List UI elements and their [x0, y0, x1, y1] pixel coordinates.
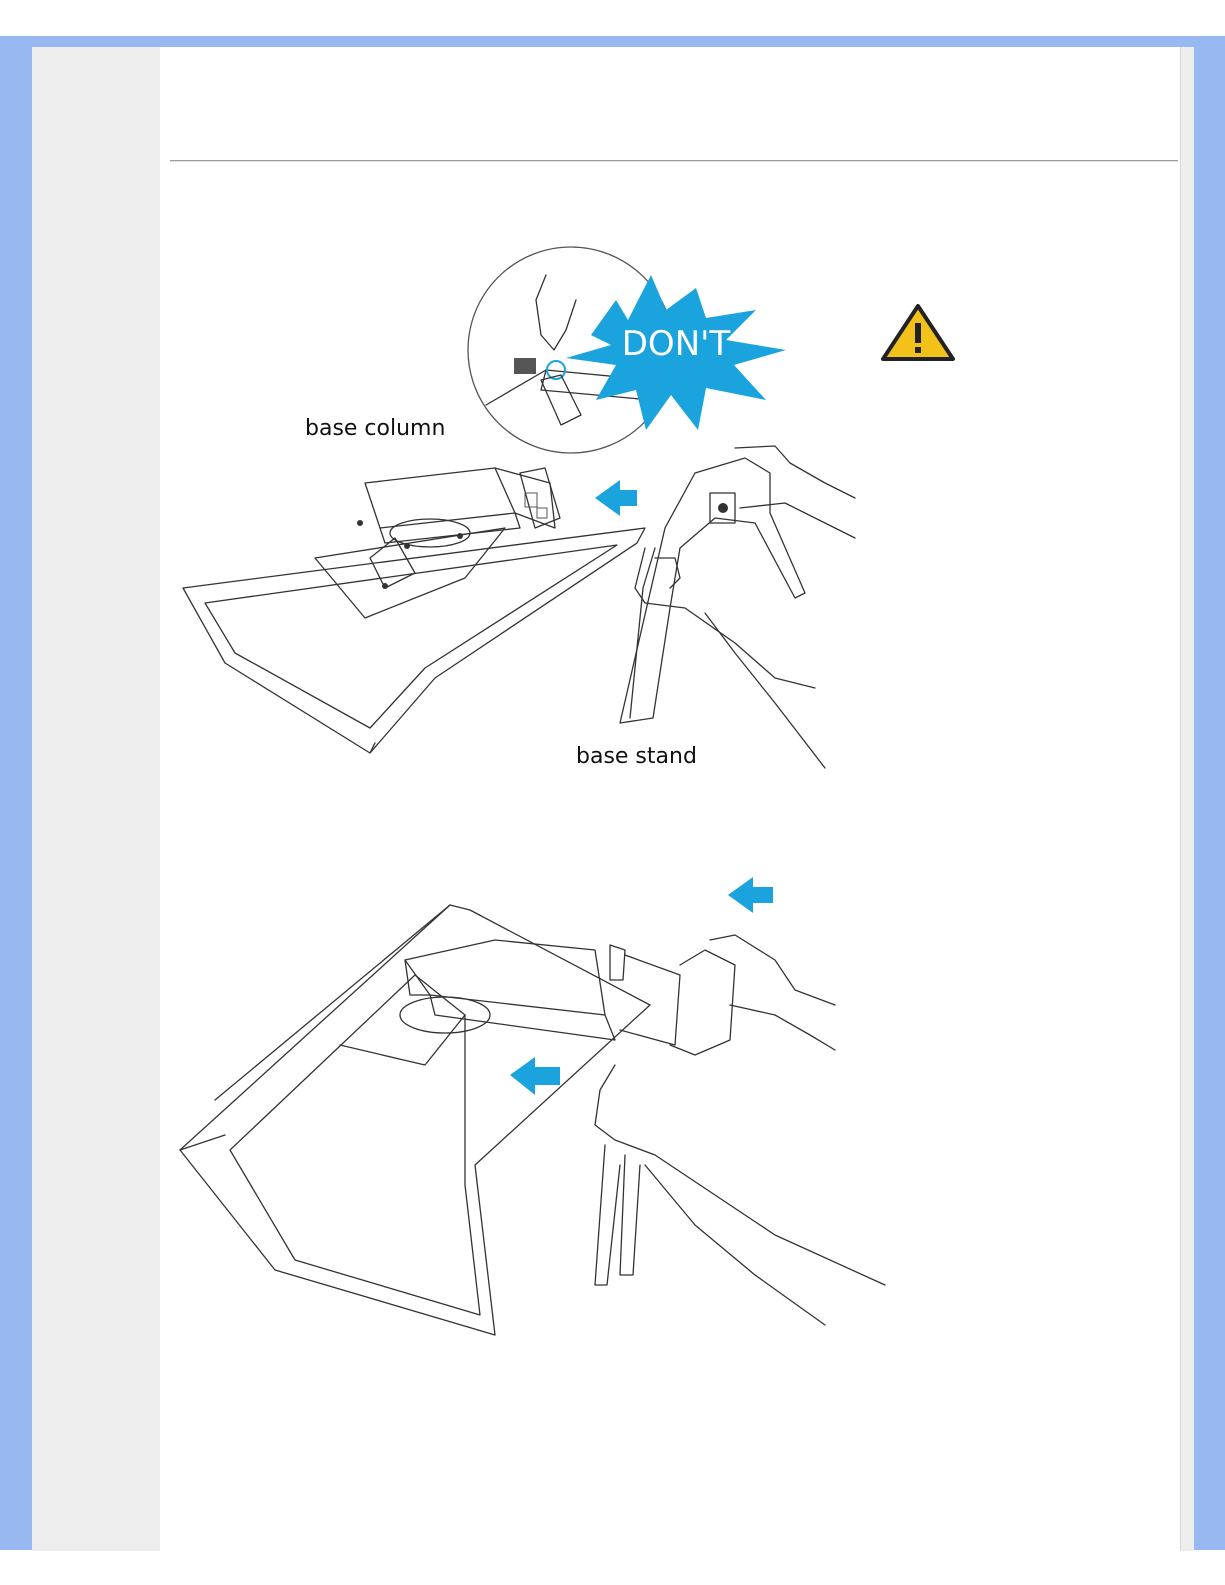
hands	[595, 935, 885, 1325]
label-base-stand: base stand	[576, 744, 697, 769]
figure-2-illustration	[175, 865, 895, 1345]
horizontal-rule	[170, 160, 1178, 162]
scrollbar-track[interactable]	[1180, 47, 1194, 1551]
warning-triangle-icon	[880, 303, 956, 363]
hands	[635, 446, 855, 768]
base-column	[357, 468, 560, 589]
monitor-back-panel	[183, 528, 645, 753]
label-base-column: base column	[305, 416, 445, 441]
base-column	[400, 940, 680, 1045]
starburst-text: DON'T	[622, 324, 731, 364]
left-margin-column	[32, 47, 160, 1551]
base-stand	[620, 458, 805, 723]
base-stand	[595, 950, 735, 1285]
monitor-back-panel	[180, 905, 650, 1335]
blue-arrow-left-icon	[595, 480, 637, 516]
dont-zoom-circle: DON'T	[466, 240, 796, 470]
